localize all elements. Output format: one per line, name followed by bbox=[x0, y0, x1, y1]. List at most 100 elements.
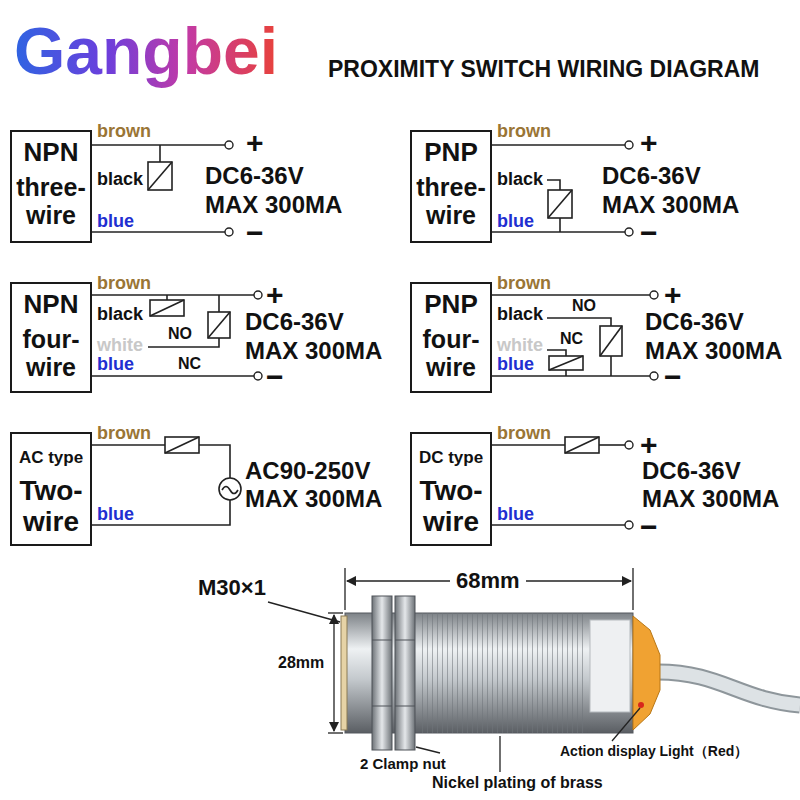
polarity-sign: − bbox=[266, 362, 284, 392]
wire-color: black bbox=[497, 305, 543, 323]
wire-color: blue bbox=[497, 505, 534, 523]
extension-line bbox=[632, 568, 633, 610]
voltage-rating: DC6-36V bbox=[602, 164, 701, 188]
dimension-line bbox=[347, 580, 450, 581]
current-rating: MAX 300MA bbox=[602, 193, 739, 217]
dimension: 68mm bbox=[456, 570, 520, 592]
wire bbox=[547, 350, 566, 356]
relay-symbol bbox=[150, 300, 184, 316]
polarity-sign: − bbox=[640, 512, 658, 542]
dimension: 28mm bbox=[278, 655, 324, 671]
wire bbox=[610, 356, 612, 376]
wire-count: Two-wire bbox=[15, 475, 87, 538]
wire-color: brown bbox=[97, 274, 151, 292]
polarity-sign: − bbox=[664, 362, 682, 392]
logo: Gangbei bbox=[14, 12, 278, 91]
wire bbox=[492, 444, 565, 446]
wire-color: black bbox=[97, 170, 143, 188]
clamp-nut bbox=[395, 596, 415, 750]
wire bbox=[492, 524, 625, 526]
type-name: NPN bbox=[15, 138, 87, 167]
thread-size: M30×1 bbox=[198, 577, 266, 599]
polarity-sign: + bbox=[246, 128, 264, 158]
dimension-line bbox=[526, 580, 631, 581]
leader-line bbox=[499, 736, 500, 772]
type-box: PNPfour-wire bbox=[410, 282, 492, 393]
type-box: PNPthree-wire bbox=[410, 130, 492, 243]
voltage-rating: AC90-250V bbox=[245, 459, 370, 483]
extension-line bbox=[328, 732, 343, 733]
part-name: 2 Clamp nut bbox=[360, 756, 446, 771]
ac-source-symbol bbox=[222, 487, 238, 494]
wire bbox=[92, 231, 225, 233]
relay-symbol bbox=[565, 437, 599, 453]
wire bbox=[547, 180, 560, 190]
clamp-nut bbox=[395, 640, 415, 641]
dimension-line bbox=[333, 615, 334, 731]
wire bbox=[218, 295, 220, 312]
relay-symbol bbox=[165, 437, 199, 453]
terminal bbox=[650, 372, 658, 380]
sensing-face bbox=[341, 616, 347, 730]
polarity-sign: + bbox=[640, 430, 658, 460]
terminal bbox=[650, 291, 658, 299]
clamp-nut bbox=[372, 596, 392, 750]
wire-color: black bbox=[97, 305, 143, 323]
terminal bbox=[254, 291, 262, 299]
end-cap bbox=[633, 616, 660, 730]
contact-type: NC bbox=[560, 331, 583, 347]
wire-color: black bbox=[497, 170, 543, 188]
relay-symbol bbox=[600, 326, 622, 356]
extension-line bbox=[344, 568, 345, 610]
type-name: PNP bbox=[415, 290, 487, 319]
cable bbox=[658, 672, 800, 705]
wire-color: brown bbox=[497, 274, 551, 292]
contact-type: NO bbox=[168, 326, 192, 342]
terminal bbox=[625, 441, 633, 449]
part-name: Action display Light（Red） bbox=[560, 744, 748, 758]
terminal bbox=[225, 141, 233, 149]
current-rating: MAX 300MA bbox=[245, 339, 382, 363]
wire-color: brown bbox=[97, 424, 151, 442]
relay-symbol bbox=[548, 190, 572, 218]
relay-symbol bbox=[208, 312, 230, 338]
wire bbox=[559, 218, 561, 232]
ac-source-symbol bbox=[219, 478, 241, 500]
part-name: Nickel plating of brass bbox=[432, 775, 603, 791]
contact-type: NO bbox=[572, 298, 596, 314]
clamp-nut bbox=[395, 706, 415, 707]
clamp-nut bbox=[372, 706, 392, 707]
type-box: DC typeTwo-wire bbox=[410, 432, 492, 546]
thread bbox=[420, 613, 585, 733]
terminal bbox=[625, 141, 633, 149]
wire-color: blue bbox=[97, 505, 134, 523]
terminal bbox=[225, 228, 233, 236]
wire bbox=[492, 144, 625, 146]
relay-symbol bbox=[548, 190, 572, 218]
wire-color: blue bbox=[497, 355, 534, 373]
voltage-rating: DC6-36V bbox=[205, 164, 304, 188]
polarity-sign: + bbox=[266, 280, 284, 310]
type-box: NPNfour-wire bbox=[10, 282, 92, 393]
wire-color: white bbox=[497, 336, 543, 354]
contact-type: NC bbox=[178, 356, 201, 372]
relay-symbol bbox=[549, 356, 583, 370]
wire-color: blue bbox=[97, 355, 134, 373]
leader-line bbox=[268, 602, 340, 622]
voltage-rating: DC6-36V bbox=[645, 310, 744, 334]
polarity-sign: + bbox=[640, 128, 658, 158]
type-name: PNP bbox=[415, 138, 487, 167]
wire-color: white bbox=[97, 336, 143, 354]
leader-line bbox=[416, 747, 440, 753]
voltage-rating: DC6-36V bbox=[642, 459, 741, 483]
clamp-nut bbox=[372, 640, 392, 641]
wire bbox=[565, 370, 567, 376]
type-box: NPNthree-wire bbox=[10, 130, 92, 243]
relay-symbol bbox=[150, 300, 184, 316]
polarity-sign: + bbox=[664, 280, 682, 310]
wire bbox=[159, 145, 161, 162]
relay-symbol bbox=[208, 312, 230, 338]
indicator-light bbox=[638, 702, 644, 708]
